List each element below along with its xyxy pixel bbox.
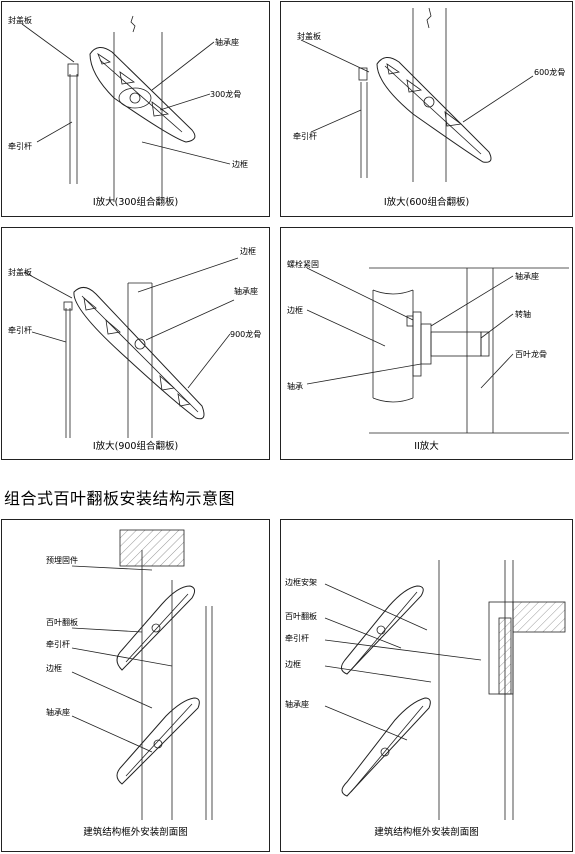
panel-900-drawing bbox=[23, 257, 239, 438]
label-louver-panel: 百叶翻板 bbox=[46, 618, 78, 627]
panel-caption: II放大 bbox=[414, 441, 439, 452]
label-pull-rod: 牵引杆 bbox=[46, 640, 70, 649]
label-bolt-fastening: 螺栓紧固 bbox=[287, 260, 319, 269]
label-bearing-seat: 轴承座 bbox=[285, 700, 309, 709]
detail-panel-300: 封盖板 轴承座 300龙骨 牵引杆 边框 I放大(300组合翻板) bbox=[1, 1, 270, 217]
panel-caption: 建筑结构框外安装剖面图 bbox=[83, 827, 188, 838]
panel-300-drawing bbox=[21, 15, 231, 202]
label-pull-rod: 牵引杆 bbox=[8, 326, 32, 335]
section-panel-left: 预埋固件 百叶翻板 牵引杆 边框 轴承座 建筑结构框外安装剖面图 bbox=[1, 519, 270, 852]
label-keel-900: 900龙骨 bbox=[230, 330, 262, 339]
label-cover-plate: 封盖板 bbox=[8, 268, 32, 277]
panel-600-drawing bbox=[300, 7, 534, 182]
section-panel-right: 边框安架 百叶翻板 牵引杆 边框 轴承座 建筑结构框外安装剖面图 bbox=[280, 519, 573, 852]
label-keel-600: 600龙骨 bbox=[534, 68, 566, 77]
panel-caption: I放大(300组合翻板) bbox=[92, 197, 179, 208]
panel-caption: I放大(600组合翻板) bbox=[383, 197, 470, 208]
label-bearing-seat: 轴承座 bbox=[234, 287, 258, 296]
label-frame: 边框 bbox=[285, 660, 301, 669]
label-frame: 边框 bbox=[240, 247, 256, 256]
panel-ii-drawing bbox=[306, 267, 569, 434]
section-title: 组合式百叶翻板安装结构示意图 bbox=[4, 489, 236, 508]
label-bearing-seat: 轴承座 bbox=[515, 272, 539, 281]
detail-panel-600: 封盖板 600龙骨 牵引杆 I放大(600组合翻板) bbox=[280, 1, 573, 217]
label-frame-bracket: 边框安架 bbox=[285, 578, 317, 587]
label-cover-plate: 封盖板 bbox=[297, 32, 321, 41]
label-frame: 边框 bbox=[46, 664, 62, 673]
label-bearing: 轴承 bbox=[287, 382, 303, 391]
panel-left-section-drawing bbox=[71, 529, 213, 820]
label-keel-300: 300龙骨 bbox=[210, 90, 242, 99]
panel-right-section-drawing bbox=[324, 560, 566, 820]
label-frame: 边框 bbox=[287, 306, 303, 315]
detail-panel-ii: 螺栓紧固 轴承座 边框 转轴 百叶龙骨 轴承 II放大 bbox=[280, 227, 573, 460]
label-bearing-seat: 轴承座 bbox=[46, 708, 70, 717]
label-frame: 边框 bbox=[232, 160, 248, 169]
label-pull-rod: 牵引杆 bbox=[8, 142, 32, 151]
label-louver-keel: 百叶龙骨 bbox=[515, 350, 547, 359]
label-shaft: 转轴 bbox=[515, 310, 531, 319]
label-cover-plate: 封盖板 bbox=[8, 16, 32, 25]
label-bearing-seat: 轴承座 bbox=[215, 38, 239, 47]
label-pull-rod: 牵引杆 bbox=[285, 634, 309, 643]
panel-caption: 建筑结构框外安装剖面图 bbox=[374, 827, 479, 838]
detail-panel-900: 边框 封盖板 轴承座 牵引杆 900龙骨 I放大(900组合翻板) bbox=[1, 227, 270, 460]
label-pull-rod: 牵引杆 bbox=[293, 132, 317, 141]
label-embedded-fixture: 预埋固件 bbox=[46, 556, 78, 565]
panel-caption: I放大(900组合翻板) bbox=[92, 441, 179, 452]
label-louver-panel: 百叶翻板 bbox=[285, 612, 317, 621]
